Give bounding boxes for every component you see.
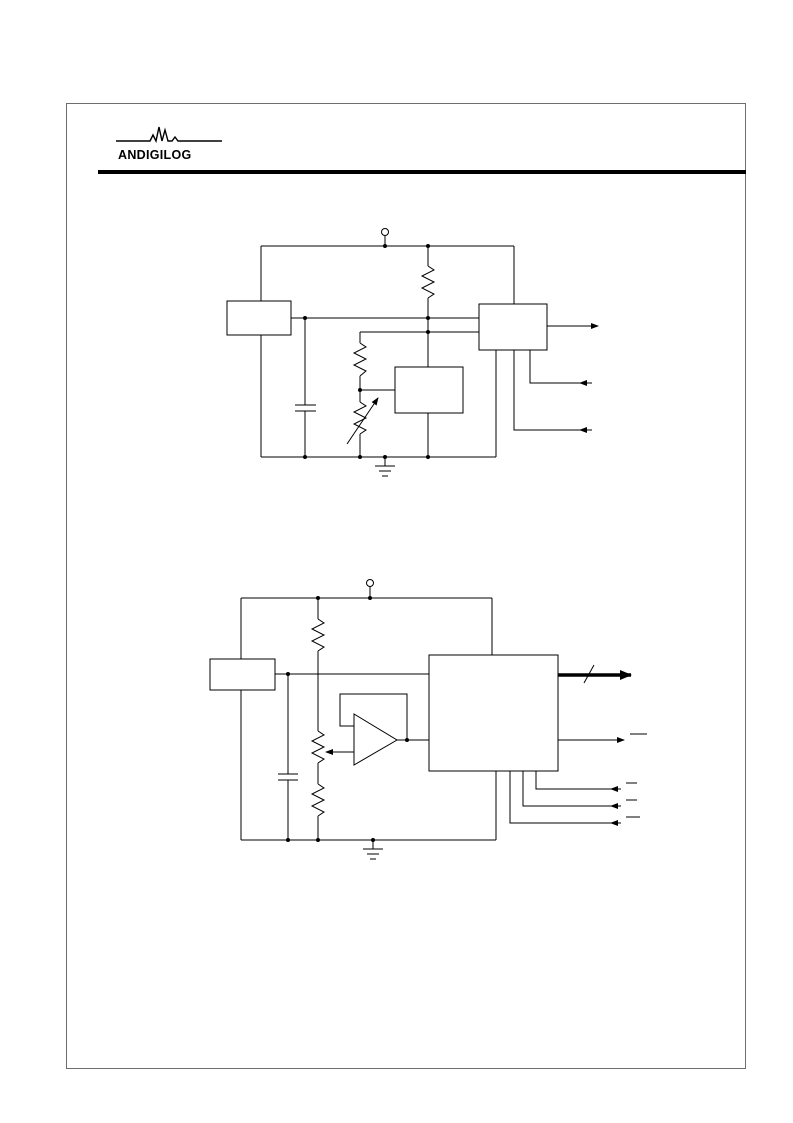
resistor xyxy=(312,784,324,816)
waveform-logo-icon xyxy=(116,126,222,144)
circuit-2-junctions xyxy=(286,596,409,842)
circuit-1 xyxy=(227,229,599,477)
ic-block-large xyxy=(429,655,558,771)
andigilog-logo-icon xyxy=(116,126,222,144)
power-supply-terminal xyxy=(367,580,374,587)
potentiometer-variable-resistor xyxy=(354,343,366,376)
resistor xyxy=(312,619,324,651)
ic-block-right xyxy=(479,304,547,350)
ic-block-left xyxy=(227,301,291,335)
header-rule xyxy=(98,170,746,174)
ic-block-center xyxy=(395,367,463,413)
op-amp-buffer xyxy=(354,714,397,765)
ic-block-left xyxy=(210,659,275,690)
circuit-1-junctions xyxy=(303,244,430,459)
circuit-2 xyxy=(210,580,647,860)
potentiometer xyxy=(312,731,324,763)
logo-text: ANDIGILOG xyxy=(118,148,192,162)
power-supply-terminal xyxy=(382,229,389,236)
page-frame xyxy=(66,103,746,1069)
resistor xyxy=(422,266,434,298)
